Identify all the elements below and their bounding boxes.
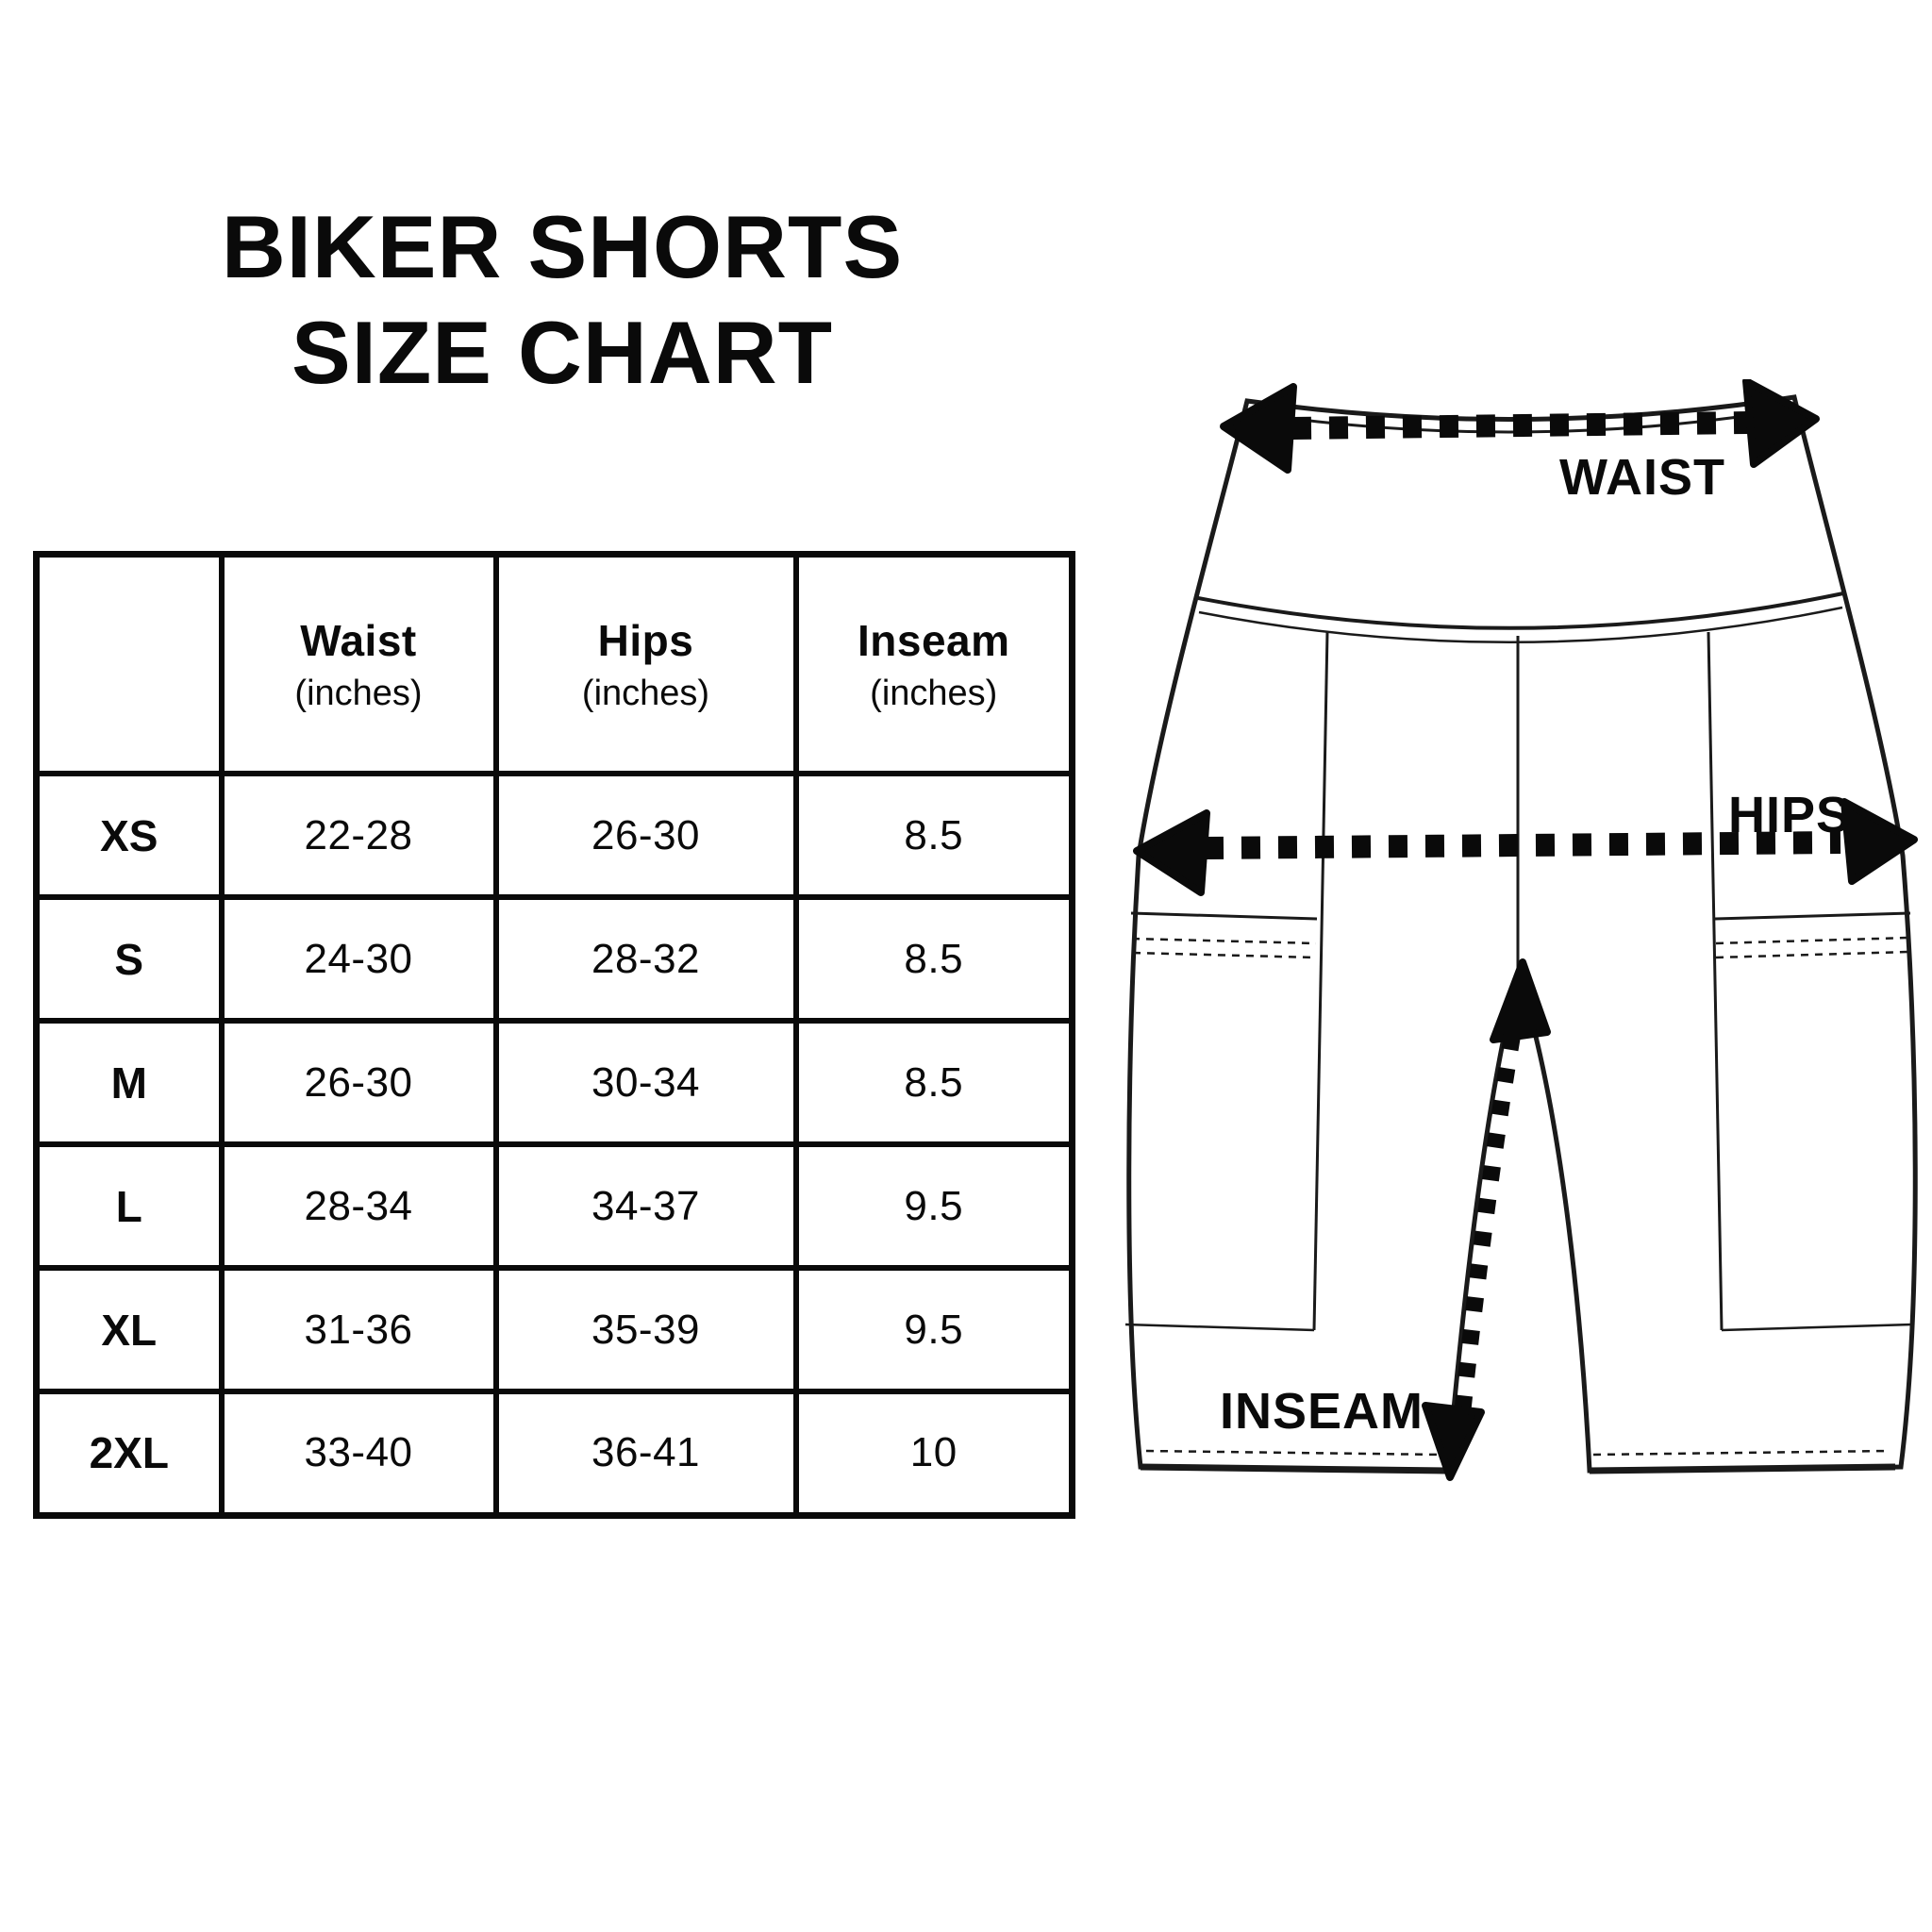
cell-waist: 26-30 (218, 1018, 499, 1147)
waistband-bottom-line (1197, 591, 1844, 630)
cell-inseam: 8.5 (792, 1018, 1075, 1147)
hips-arrowhead-right (1840, 798, 1918, 885)
corner-cell (33, 551, 225, 776)
cell-waist: 28-34 (218, 1141, 499, 1271)
header-inseam: Inseam (inches) (792, 551, 1075, 776)
header-inseam-unit: (inches) (870, 673, 998, 713)
cell-waist: 31-36 (218, 1265, 499, 1394)
shorts-diagram: WAIST HIPS INSEAM (1124, 379, 1918, 1481)
cell-waist: 24-30 (218, 894, 499, 1024)
hips-arrow-line (1204, 831, 1841, 859)
cell-size: XL (33, 1265, 225, 1394)
size-table: Waist (inches) Hips (inches) Inseam (inc… (33, 551, 1075, 1519)
inseam-label: INSEAM (1220, 1383, 1424, 1440)
cell-hips: 34-37 (492, 1141, 799, 1271)
table-row: XL 31-36 35-39 9.5 (33, 1265, 1075, 1394)
waist-arrowhead-left (1220, 383, 1297, 474)
waist-label: WAIST (1559, 449, 1725, 506)
header-waist-unit: (inches) (294, 673, 423, 713)
waist-arrowhead-right (1742, 379, 1820, 468)
cell-inseam: 8.5 (792, 771, 1075, 900)
cell-inseam: 9.5 (792, 1265, 1075, 1394)
cell-inseam: 9.5 (792, 1141, 1075, 1271)
cell-size: XS (33, 771, 225, 900)
table-row: 2XL 33-40 36-41 10 (33, 1389, 1075, 1518)
cell-hips: 26-30 (492, 771, 799, 900)
hips-label: HIPS (1728, 787, 1851, 843)
left-hem-stitch-line (1145, 1449, 1443, 1457)
header-waist: Waist (inches) (218, 551, 499, 776)
right-pocket-seam (1707, 631, 1724, 1331)
right-hem-stitch-line (1592, 1449, 1890, 1457)
table-row: XS 22-28 26-30 8.5 (33, 771, 1075, 900)
right-pocket-top-line (1714, 911, 1911, 921)
cell-inseam: 10 (792, 1389, 1075, 1518)
left-pocket-stitch-line (1131, 937, 1317, 945)
cell-size: L (33, 1141, 225, 1271)
waist-arrow-line (1291, 411, 1749, 440)
right-pocket-stitch-line2 (1715, 950, 1909, 959)
page-title-line1: BIKER SHORTS (221, 197, 904, 296)
hips-arrowhead-left (1133, 809, 1210, 896)
left-pocket-seam (1312, 631, 1329, 1331)
header-hips-label: Hips (597, 615, 694, 665)
table-row: S 24-30 28-32 8.5 (33, 894, 1075, 1024)
page-title: BIKER SHORTS SIZE CHART (138, 194, 987, 406)
header-hips-unit: (inches) (581, 673, 710, 713)
cell-size: S (33, 894, 225, 1024)
cell-hips: 36-41 (492, 1389, 799, 1518)
cell-hips: 30-34 (492, 1018, 799, 1147)
cell-size: M (33, 1018, 225, 1147)
cell-waist: 33-40 (218, 1389, 499, 1518)
cell-hips: 28-32 (492, 894, 799, 1024)
right-pocket-stitch-line (1715, 936, 1910, 945)
header-waist-label: Waist (300, 615, 417, 665)
cell-size: 2XL (33, 1389, 225, 1518)
header-hips: Hips (inches) (492, 551, 799, 776)
table-row: M 26-30 30-34 8.5 (33, 1018, 1075, 1147)
left-pocket-stitch-line2 (1132, 951, 1317, 959)
header-inseam-label: Inseam (857, 615, 1010, 665)
left-pocket-bottom-line (1124, 1323, 1315, 1332)
cell-inseam: 8.5 (792, 894, 1075, 1024)
shorts-outline (1126, 394, 1918, 1474)
inseam-arrowhead-bottom (1422, 1402, 1485, 1481)
cell-hips: 35-39 (492, 1265, 799, 1394)
left-hem-line (1140, 1463, 1447, 1474)
right-pocket-bottom-line (1721, 1323, 1913, 1332)
waistband-bottom-inner-line (1198, 606, 1843, 644)
cell-waist: 22-28 (218, 771, 499, 900)
left-pocket-top-line (1130, 911, 1318, 921)
table-row: L 28-34 34-37 9.5 (33, 1141, 1075, 1271)
page-title-line2: SIZE CHART (291, 303, 833, 402)
inseam-arrow-line (1451, 1034, 1521, 1442)
header-row: Waist (inches) Hips (inches) Inseam (inc… (33, 551, 1075, 776)
inseam-arrowhead-top (1490, 958, 1551, 1043)
right-hem-line (1589, 1463, 1896, 1474)
